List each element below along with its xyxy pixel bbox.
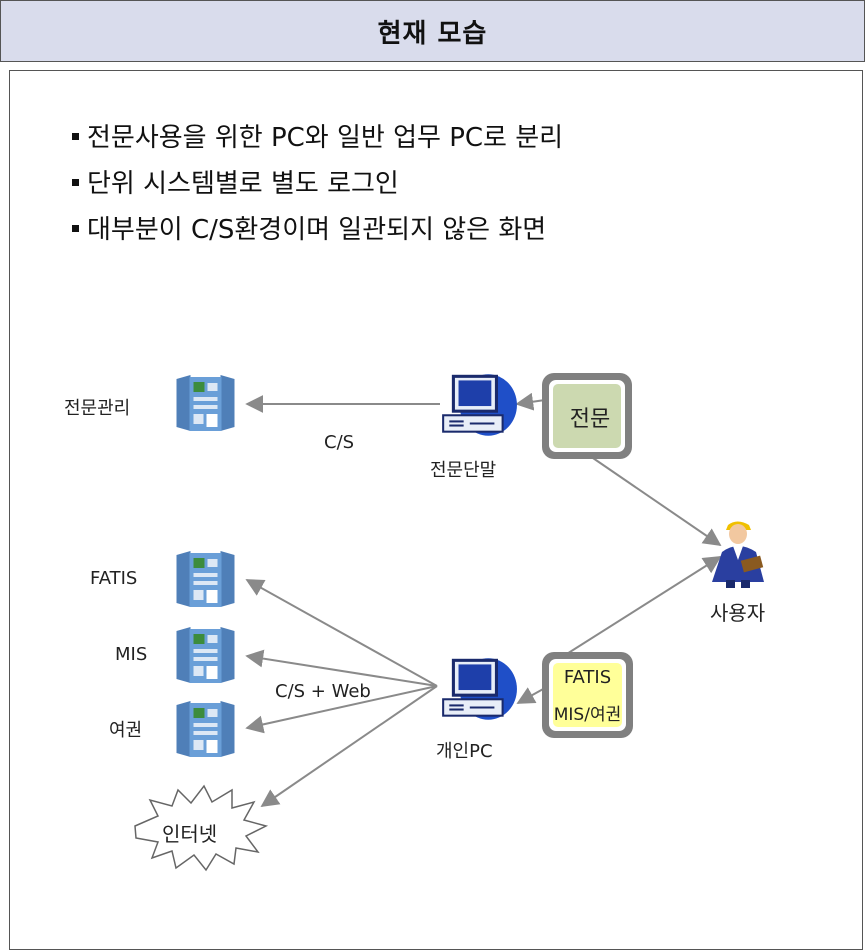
bullet-square-icon — [72, 224, 79, 232]
bullet-square-icon — [72, 132, 79, 140]
header-bar: 현재 모습 — [0, 0, 865, 62]
cs-connection-label: C/S — [324, 432, 355, 453]
bullet-item: 전문사용을 위한 PC와 일반 업무 PC로 분리 — [72, 112, 563, 158]
mis-server-icon — [176, 627, 235, 683]
user-person-icon — [712, 521, 764, 588]
arrow-box-to-terminal — [515, 392, 546, 411]
personal-pc-label: 개인PC — [436, 741, 493, 762]
internet-label: 인터넷 — [162, 822, 218, 846]
pc-box-label-line2: MIS/여권 — [553, 705, 622, 725]
arrow-pc-to-fatis — [245, 579, 438, 687]
mis-server-label: MIS — [115, 644, 148, 665]
bullet-item: 단위 시스템별로 별도 로그인 — [72, 158, 563, 204]
arrow-pc-to-mis — [245, 649, 438, 687]
cs-web-connection-label: C/S + Web — [275, 681, 371, 702]
arrow-pcbox-to-user — [561, 556, 722, 658]
terminal-computer-icon — [441, 372, 519, 438]
passport-server-icon — [176, 701, 235, 757]
terminal-label: 전문단말 — [430, 460, 497, 481]
internet-burst-icon — [134, 784, 269, 872]
bullet-text: 단위 시스템별로 별도 로그인 — [87, 168, 399, 199]
user-label: 사용자 — [710, 601, 766, 625]
bullet-list: 전문사용을 위한 PC와 일반 업무 PC로 분리 단위 시스템별로 별도 로그… — [72, 112, 563, 250]
fatis-server-label: FATIS — [90, 568, 138, 589]
arrow-box-to-user — [589, 455, 722, 547]
jeonmun-server-label: 전문관리 — [64, 398, 131, 419]
pc-box-label-line1: FATIS — [563, 667, 612, 688]
bullet-text: 전문사용을 위한 PC와 일반 업무 PC로 분리 — [87, 122, 564, 153]
bullet-text: 대부분이 C/S환경이며 일관되지 않은 화면 — [87, 214, 547, 245]
jeonmun-box — [542, 373, 632, 459]
pc-apps-box — [542, 652, 633, 738]
passport-server-label: 여권 — [109, 720, 143, 741]
arrow-pc-to-passport — [245, 685, 438, 734]
bullet-item: 대부분이 C/S환경이며 일관되지 않은 화면 — [72, 204, 563, 250]
personal-computer-icon — [441, 656, 519, 722]
bullet-square-icon — [72, 178, 79, 186]
arrow-pcbox-to-pc — [516, 687, 546, 704]
page-title: 현재 모습 — [377, 18, 488, 49]
fatis-server-icon — [176, 551, 235, 607]
arrow-pc-to-internet — [260, 685, 438, 808]
jeonmun-box-label: 전문 — [569, 407, 611, 432]
jeonmun-server-icon — [176, 375, 235, 431]
